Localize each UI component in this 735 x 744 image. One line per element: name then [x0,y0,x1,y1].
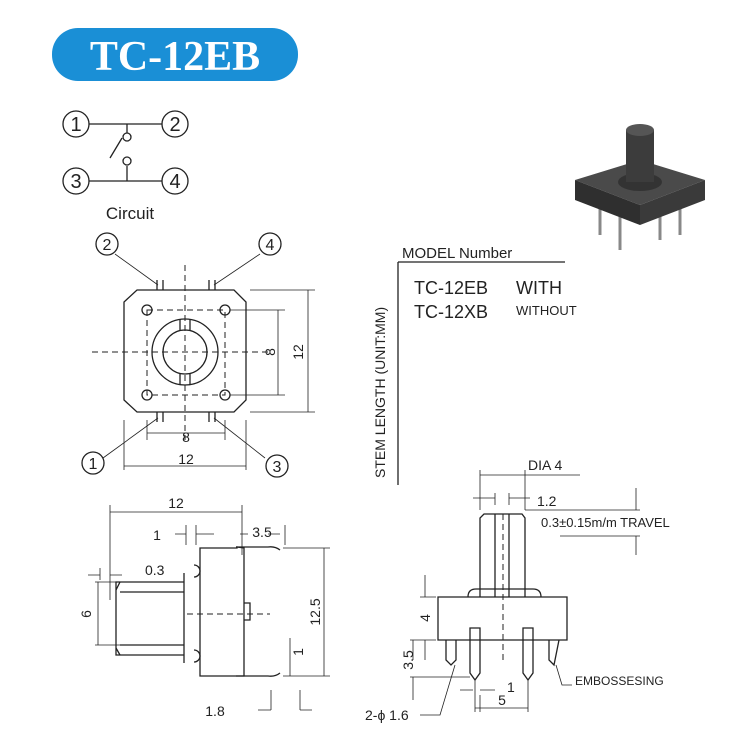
side-view: 12 1 3.5 0.3 6 12.5 1 1.8 [78,495,330,719]
top-pin-2: 2 [103,237,112,254]
front-pin-diameter: 2-ϕ 1.6 [365,707,409,723]
circuit-pin-1: 1 [70,114,81,136]
front-dim-5: 5 [498,692,506,708]
front-dim-travel: 0.3±0.15m/m TRAVEL [541,515,670,530]
front-embossing-label: EMBOSSESING [575,674,664,688]
front-view: DIA 4 1.2 0.3±0.15m/m TRAVEL 4 3.5 1 5 2… [365,457,670,723]
circuit-label: Circuit [106,204,154,223]
top-dim-outer-h: 12 [178,451,194,467]
model-heading: MODEL Number [402,245,512,262]
circuit-pin-2: 2 [169,114,180,136]
model-number-block: MODEL Number STEM LENGTH (UNIT:MM) TC-12… [372,245,577,485]
front-dim-3-5: 3.5 [400,650,416,670]
model-row-2-desc: WITHOUT [516,303,577,318]
circuit-pin-4: 4 [169,171,180,193]
top-dim-outer-v: 12 [290,344,306,360]
model-row-1: TC-12EB [414,278,488,298]
circuit-pin-3: 3 [70,171,81,193]
stem-length-label: STEM LENGTH (UNIT:MM) [372,307,388,478]
top-dim-inner-h: 8 [182,429,190,445]
side-dim-1-8: 1.8 [205,703,225,719]
side-dim-width: 12 [168,495,184,511]
side-dim-1b: 1 [290,648,306,656]
top-pin-4: 4 [266,237,275,254]
side-dim-6: 6 [78,610,94,618]
circuit-diagram: 1 2 3 4 Circuit [62,110,189,223]
side-dim-0-3: 0.3 [145,562,165,578]
top-view: 2 4 1 3 8 12 8 12 [81,232,315,478]
front-dim-1: 1 [507,679,515,695]
front-dim-4: 4 [417,614,433,622]
product-photo [575,124,705,250]
front-dim-1-2: 1.2 [537,493,557,509]
side-dim-12-5: 12.5 [307,598,323,625]
top-pin-1: 1 [89,456,98,473]
title-badge: TC-12EB [52,28,298,81]
side-dim-1: 1 [153,527,161,543]
side-dim-3-5: 3.5 [252,524,272,540]
top-pin-3: 3 [273,459,282,476]
model-row-2: TC-12XB [414,302,488,322]
top-dim-inner-v: 8 [262,348,278,356]
title: TC-12EB [90,34,260,80]
front-dim-dia: DIA 4 [528,457,562,473]
model-row-1-desc: WITH [516,278,562,298]
